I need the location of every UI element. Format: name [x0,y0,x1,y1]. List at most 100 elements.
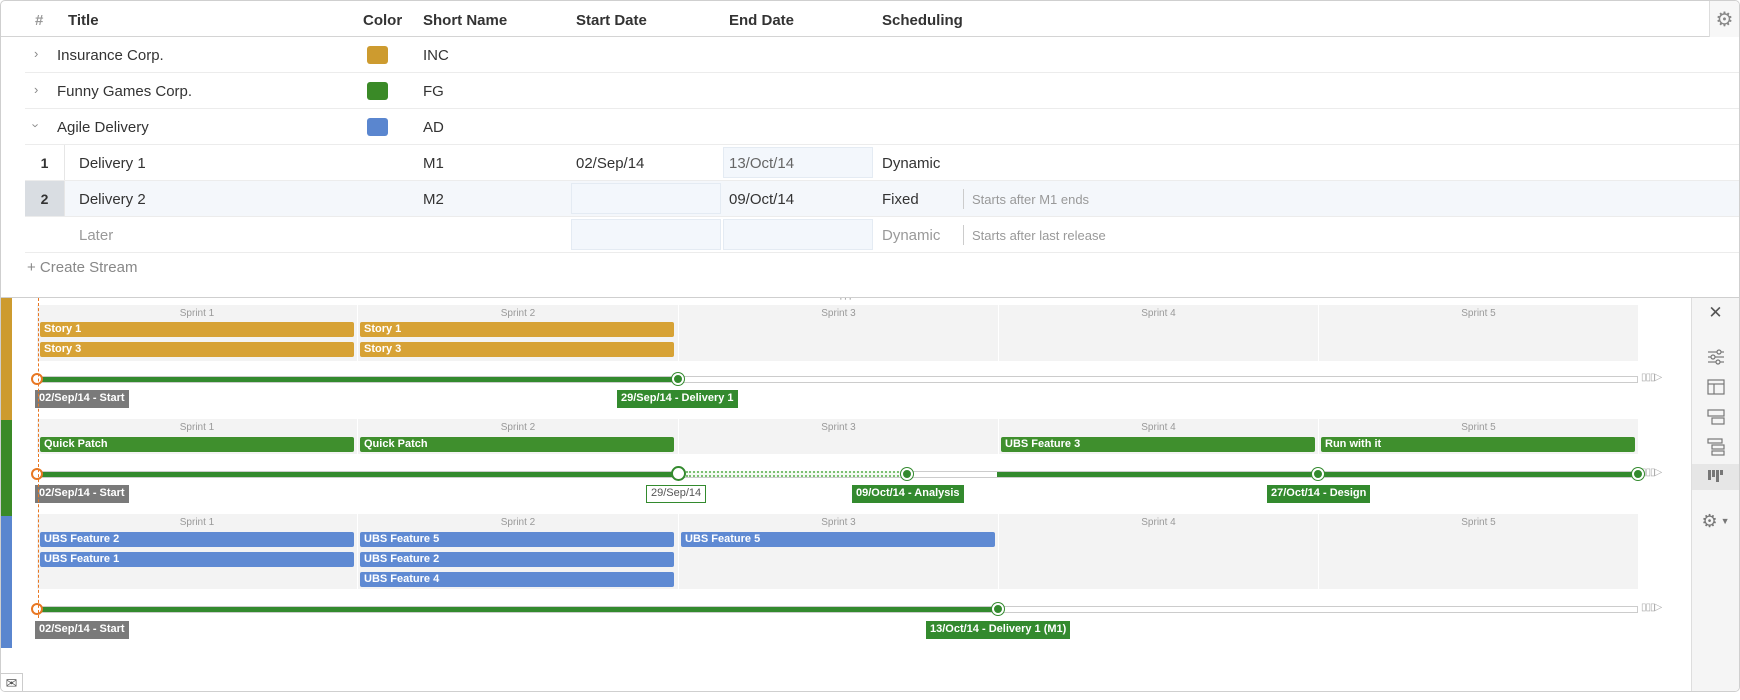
column-end-date[interactable]: End Date [729,12,795,29]
hierarchy-icon [1706,438,1725,456]
feature-bar[interactable]: Story 1 [360,322,674,337]
end-date-cell[interactable] [723,219,873,250]
release-milestone-marker[interactable] [992,603,1004,615]
release-milestone-marker[interactable] [1312,468,1324,480]
feature-bar[interactable]: UBS Feature 2 [360,552,674,567]
timeline-end-arrow: ▯▯▯▷ [1641,602,1662,613]
stream-short-name[interactable]: AD [423,119,444,136]
release-date-label[interactable]: 13/Oct/14 - Delivery 1 (M1) [926,621,1071,639]
timeline-end-arrow: ▯▯▯▷ [1641,372,1662,383]
feature-bar[interactable]: Story 1 [40,322,354,337]
release-start-date[interactable]: 02/Sep/14 [576,155,645,172]
release-date-label[interactable]: 29/Sep/14 - Delivery 1 [617,390,738,408]
feature-bar[interactable]: UBS Feature 4 [360,572,674,587]
release-milestone-marker[interactable] [901,468,913,480]
feature-bar[interactable]: Quick Patch [360,437,674,452]
feature-bar[interactable]: Story 3 [40,342,354,357]
release-date-label[interactable]: 09/Oct/14 - Analysis [852,485,964,503]
sprint-label: Sprint 3 [821,517,856,528]
close-icon: ✕ [1708,303,1723,322]
gear-icon: ⚙ [1715,8,1734,31]
release-scheduling[interactable]: Dynamic [882,155,941,172]
milestone-date-label[interactable]: 29/Sep/14 [646,485,707,503]
start-milestone-marker[interactable] [31,603,43,615]
sprint-label: Sprint 1 [179,422,215,433]
release-date-label[interactable]: 27/Oct/14 - Design [1267,485,1371,503]
release-end-date[interactable]: 09/Oct/14 [729,191,795,208]
column-color[interactable]: Color [363,12,403,29]
release-scheduling[interactable]: Dynamic [882,227,941,244]
sprint-column: Sprint 4 [999,305,1318,361]
scheduling-note: Starts after last release [972,228,1106,243]
feature-bar[interactable]: Story 3 [360,342,674,357]
stream-title[interactable]: Funny Games Corp. [57,83,193,100]
release-title[interactable]: Delivery 2 [79,191,146,208]
feedback-button[interactable]: ✉ [1,673,23,691]
stream-title[interactable]: Agile Delivery [57,119,149,136]
open-milestone-marker[interactable] [671,466,686,481]
stream-row[interactable]: › Funny Games Corp. FG [25,73,1739,109]
release-title[interactable]: Delivery 1 [79,155,146,172]
start-date-cell[interactable] [571,183,721,214]
sliders-icon [1707,349,1724,365]
timeline-tentative-segment [686,471,907,477]
sprint-column: Sprint 4 [999,514,1318,589]
stream-color-swatch[interactable] [367,82,388,100]
table-layout-button[interactable] [1692,374,1739,400]
close-panel-button[interactable]: ✕ [1692,300,1739,326]
end-milestone-marker[interactable] [1632,468,1644,480]
table-settings-button[interactable]: ⚙ [1709,1,1739,37]
timeline: Sprint 1 Sprint 2 Sprint 3 Sprint 4 Spri… [1,298,1691,691]
chevron-down-icon[interactable]: › [28,123,44,128]
release-row[interactable]: 1 Delivery 1 M1 02/Sep/14 13/Oct/14 Dyna… [25,145,1739,181]
release-short-name[interactable]: M1 [423,155,444,172]
chevron-right-icon[interactable]: › [34,82,39,97]
end-date-cell[interactable] [723,147,873,178]
release-scheduling[interactable]: Fixed [882,191,919,208]
column-title[interactable]: Title [68,12,99,29]
filter-settings-button[interactable] [1692,344,1739,370]
start-date-cell[interactable] [571,219,721,250]
sprint-label: Sprint 4 [1141,517,1176,528]
release-row-later[interactable]: Later Dynamic Starts after last release [25,217,1739,253]
split-view-button[interactable] [1692,404,1739,430]
chevron-right-icon[interactable]: › [34,46,39,61]
board-icon [1707,470,1723,482]
create-stream-link[interactable]: + Create Stream [27,259,138,276]
feature-bar[interactable]: UBS Feature 5 [360,532,674,547]
resize-handle[interactable]: ··· [839,293,853,305]
column-short-name[interactable]: Short Name [423,12,508,29]
column-scheduling[interactable]: Scheduling [882,12,963,29]
divider [963,225,964,245]
timeline-settings-dropdown[interactable]: ⚙▼ [1692,508,1739,534]
hierarchy-view-button[interactable] [1692,434,1739,460]
stream-row[interactable]: › Insurance Corp. INC [25,37,1739,73]
release-end-date[interactable]: 13/Oct/14 [729,155,795,172]
split-view-icon [1706,409,1725,425]
stream-short-name[interactable]: FG [423,83,444,100]
feature-bar[interactable]: UBS Feature 2 [40,532,354,547]
stream-title[interactable]: Insurance Corp. [57,47,164,64]
feature-bar[interactable]: Quick Patch [40,437,354,452]
pane-divider[interactable] [1,297,1739,298]
release-milestone-marker[interactable] [672,373,684,385]
start-milestone-marker[interactable] [31,373,43,385]
stream-row[interactable]: › Agile Delivery AD [25,109,1739,145]
feature-bar[interactable]: UBS Feature 5 [681,532,995,547]
feature-bar[interactable]: Run with it [1321,437,1635,452]
release-short-name[interactable]: M2 [423,191,444,208]
board-view-button[interactable] [1692,464,1739,490]
caret-down-icon: ▼ [1720,516,1730,526]
stream-color-swatch[interactable] [367,118,388,136]
stream-short-name[interactable]: INC [423,47,449,64]
release-row-selected[interactable]: 2 Delivery 2 M2 09/Oct/14 Fixed Starts a… [25,181,1739,217]
start-milestone-marker[interactable] [31,468,43,480]
feature-bar[interactable]: UBS Feature 3 [1001,437,1315,452]
sprint-label: Sprint 2 [500,517,536,528]
feature-bar[interactable]: UBS Feature 1 [40,552,354,567]
sprint-label: Sprint 2 [500,308,536,319]
column-start-date[interactable]: Start Date [576,12,647,29]
release-title[interactable]: Later [79,227,114,244]
stream-color-swatch[interactable] [367,46,388,64]
